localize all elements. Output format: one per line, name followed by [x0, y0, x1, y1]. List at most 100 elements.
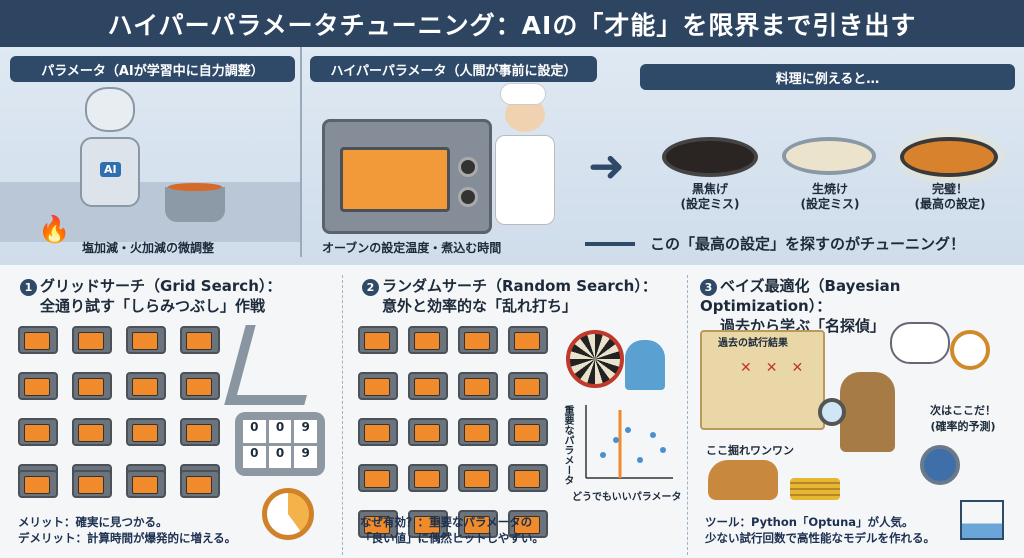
- dish-raw: 生焼け(設定ミス): [790, 182, 870, 212]
- dish-burnt: 黒焦げ(設定ミス): [670, 182, 750, 212]
- oven-icon: [358, 418, 398, 446]
- panel-subtitle: 全通り試す「しらみつぶし」作戦: [40, 297, 266, 315]
- robot-arm-icon: [224, 325, 326, 405]
- oven-icon: [358, 372, 398, 400]
- blindfolded-person-icon: [625, 340, 665, 390]
- gold-coins-icon: [790, 478, 840, 500]
- dish-perfect: 完璧！(最高の設定): [905, 182, 995, 212]
- counter: [0, 182, 300, 242]
- divider: [300, 47, 302, 257]
- robot-head: [85, 87, 135, 132]
- oven-knob: [458, 187, 478, 207]
- burnt-dish-icon: [662, 137, 758, 177]
- step-number: 1: [20, 279, 37, 296]
- oven-icon: [358, 464, 398, 492]
- panel-footer: なぜ有効？：重要なパラメータの「良い値」に偶然ヒットしやすい。: [360, 514, 544, 546]
- soup: [168, 183, 222, 191]
- dish-name: 黒焦げ: [691, 182, 728, 196]
- oven-icon: [180, 418, 220, 446]
- oven-icon: [458, 418, 498, 446]
- oven-icon: [408, 372, 448, 400]
- compass-icon: [950, 330, 990, 370]
- sample-point: [660, 447, 666, 453]
- lock-digit: 0: [268, 445, 292, 468]
- arrow-line: [585, 242, 635, 246]
- benefit-text: 少ない試行回数で高性能なモデルを作れる。: [705, 531, 935, 545]
- sample-point: [637, 457, 643, 463]
- oven-icon: [508, 464, 548, 492]
- oven-icon: [408, 326, 448, 354]
- lock-digit: 0: [243, 445, 266, 468]
- panel-heading: ベイズ最適化（Bayesian Optimization）：: [700, 277, 901, 315]
- step-number: 3: [700, 279, 717, 296]
- demerit-text: デメリット：計算時間が爆発的に増える。: [18, 531, 237, 545]
- lock-digit: 9: [294, 445, 317, 468]
- oven-icon: [18, 470, 58, 498]
- panel-subtitle: 意外と効率的な「乱れ打ち」: [382, 297, 578, 315]
- oven-icon: [458, 464, 498, 492]
- oven-icon: [358, 510, 398, 538]
- oven-icon: [72, 372, 112, 400]
- dish-note: (設定ミス): [680, 197, 740, 211]
- gear-compass-icon: [920, 445, 960, 485]
- scatter-plot: [585, 405, 673, 479]
- panel-footer: メリット：確実に見つかる。デメリット：計算時間が爆発的に増える。: [18, 514, 236, 546]
- reason-text: なぜ有効？：重要なパラメータの: [360, 515, 533, 529]
- lock-digit: 9: [294, 420, 317, 443]
- oven-icon: [508, 372, 548, 400]
- oven-icon: [358, 326, 398, 354]
- panel-footer: ツール：Python「Optuna」が人気。少ない試行回数で高性能なモデルを作れ…: [705, 514, 935, 546]
- oven-icon: [180, 326, 220, 354]
- dog-label: ここ掘れワンワン: [706, 444, 794, 457]
- next-label: 次はここだ！: [930, 404, 996, 417]
- oven-icon: [18, 372, 58, 400]
- dish-note: (最高の設定): [914, 197, 986, 211]
- cooking-analogy-label: 料理に例えると…: [640, 64, 1015, 90]
- dish-name: 完璧！: [931, 182, 968, 196]
- dish-name: 生焼け: [811, 182, 848, 196]
- combination-lock-icon: 0 0 9 0 0 9: [235, 412, 325, 476]
- next-note: (確率的予測): [930, 420, 996, 433]
- lock-digit: 0: [243, 420, 266, 443]
- sample-point: [625, 427, 631, 433]
- hyperparameter-caption: オーブンの設定温度・煮込む時間: [322, 241, 502, 255]
- sample-point: [650, 432, 656, 438]
- next-prediction: 次はここだ！ (確率的予測): [930, 402, 996, 434]
- sample-point: [600, 452, 606, 458]
- arrow-right-icon: ➜: [588, 141, 625, 192]
- y-axis-label: 重要なパラメータ: [562, 405, 573, 485]
- chef-body: [495, 135, 555, 225]
- perfect-dish-icon: [900, 137, 998, 177]
- tuning-caption: この「最高の設定」を探すのがチューニング！: [650, 235, 966, 253]
- oven-icon: [18, 326, 58, 354]
- magnifier-icon: [818, 398, 846, 426]
- oven-window: [340, 147, 450, 212]
- page-title: ハイパーパラメータチューニング：AIの「才能」を限界まで引き出す: [0, 0, 1024, 47]
- trial-marks: ✕✕✕: [740, 360, 818, 376]
- merit-text: メリット：確実に見つかる。: [18, 515, 168, 529]
- oven-icon: [126, 470, 166, 498]
- lock-digit: 0: [268, 420, 292, 443]
- chef-hat: [500, 83, 546, 105]
- hyperparameter-label: ハイパーパラメータ（人間が事前に設定）: [310, 56, 597, 82]
- tool-text: ツール：Python「Optuna」が人気。: [705, 515, 914, 529]
- sample-point: [613, 437, 619, 443]
- oven-icon: [508, 418, 548, 446]
- oven-knob: [458, 157, 478, 177]
- oven-icon: [126, 326, 166, 354]
- fire-icon: 🔥: [38, 215, 71, 245]
- reason-text: 「良い値」に偶然ヒットしやすい。: [360, 531, 544, 545]
- treasure-map-icon: [700, 330, 825, 430]
- map-label: 過去の試行結果: [718, 338, 788, 349]
- pot-icon: [165, 187, 225, 222]
- dish-note: (設定ミス): [800, 197, 860, 211]
- parameter-label: パラメータ（AIが学習中に自力調整）: [10, 56, 295, 82]
- oven-icon: [180, 372, 220, 400]
- oven-icon: [408, 464, 448, 492]
- step-number: 2: [362, 279, 379, 296]
- oven-icon: [126, 372, 166, 400]
